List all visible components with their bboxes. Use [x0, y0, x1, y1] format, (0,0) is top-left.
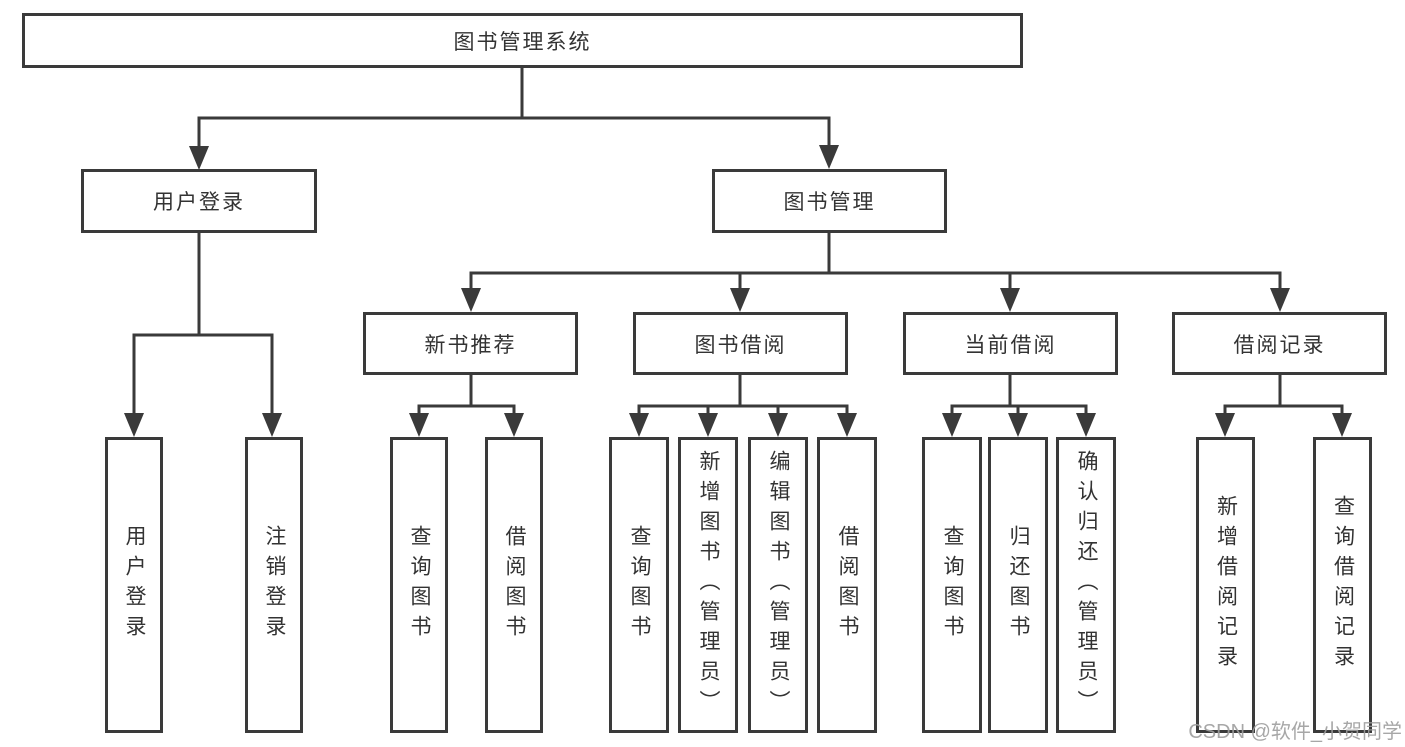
node-label: 用户登录: [123, 525, 146, 645]
node-label: 借阅记录: [1233, 333, 1326, 357]
node-label: 确认归还（管理员）: [1075, 450, 1098, 720]
node-label: 新增借阅记录: [1214, 495, 1238, 675]
node-label: 查询图书: [941, 525, 964, 645]
node-book-borrowing: 图书借阅: [633, 312, 848, 375]
node-label: 用户登录: [153, 191, 245, 214]
node-label: 图书管理: [783, 191, 876, 214]
leaf-query-books-current: 查询图书: [922, 437, 982, 733]
node-book-management: 图书管理: [712, 169, 947, 233]
tree-edges: [132, 66, 1344, 419]
node-label: 图书借阅: [694, 333, 787, 357]
leaf-query-books-borrow: 查询图书: [609, 437, 669, 733]
node-label: 查询借阅记录: [1331, 495, 1355, 675]
leaf-borrow-books: 借阅图书: [817, 437, 877, 733]
leaf-return-books: 归还图书: [988, 437, 1048, 733]
leaf-query-borrow-record: 查询借阅记录: [1313, 437, 1372, 733]
leaf-borrow-books-recommend: 借阅图书: [485, 437, 543, 733]
leaf-query-books-recommend: 查询图书: [390, 437, 448, 733]
node-label: 查询图书: [408, 525, 431, 645]
node-label: 新书推荐: [424, 333, 517, 357]
node-label: 归还图书: [1007, 525, 1030, 645]
leaf-confirm-return-admin: 确认归还（管理员）: [1056, 437, 1116, 733]
node-root: 图书管理系统: [22, 13, 1023, 68]
node-label: 当前借阅: [964, 333, 1057, 357]
leaf-add-book-admin: 新增图书（管理员）: [678, 437, 738, 733]
node-borrowing-records: 借阅记录: [1172, 312, 1387, 375]
node-label: 借阅图书: [836, 525, 859, 645]
leaf-logout: 注销登录: [245, 437, 303, 733]
node-label: 图书管理系统: [453, 30, 592, 54]
node-new-book-recommend: 新书推荐: [363, 312, 578, 375]
node-user-login: 用户登录: [81, 169, 317, 233]
node-label: 借阅图书: [503, 525, 526, 645]
node-label: 编辑图书（管理员）: [767, 450, 790, 720]
leaf-user-login: 用户登录: [105, 437, 163, 733]
node-label: 查询图书: [628, 525, 651, 645]
leaf-edit-book-admin: 编辑图书（管理员）: [748, 437, 808, 733]
node-current-borrowing: 当前借阅: [903, 312, 1118, 375]
watermark: CSDN @软件_小贺同学: [1188, 721, 1402, 743]
leaf-add-borrow-record: 新增借阅记录: [1196, 437, 1255, 733]
node-label: 新增图书（管理员）: [697, 450, 720, 720]
arrowheads: [124, 145, 1352, 437]
node-label: 注销登录: [263, 525, 286, 645]
